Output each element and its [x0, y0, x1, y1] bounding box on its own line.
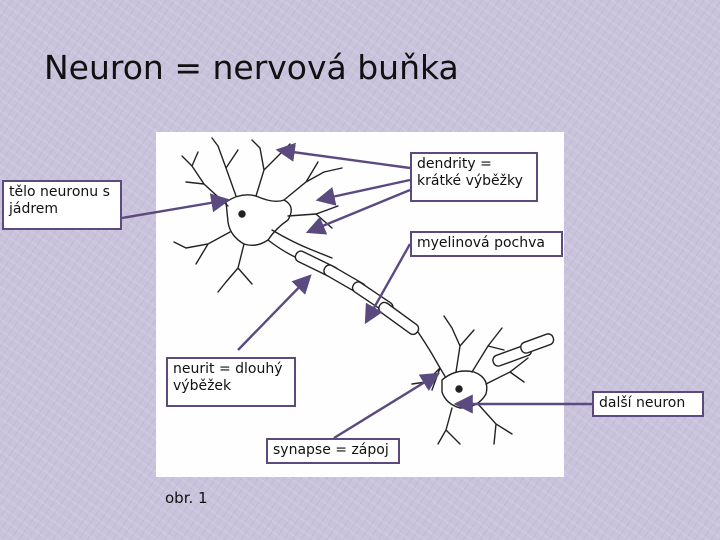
dendrites-arrow-1	[275, 142, 411, 170]
synapse-label: synapse = zápoj	[266, 438, 400, 464]
myelin-label: myelinová pochva	[410, 231, 563, 257]
figure-caption: obr. 1	[165, 489, 208, 507]
myelin-arrow	[364, 243, 412, 325]
dendrites-arrow-3	[305, 188, 411, 235]
dendrites-label: dendrity = krátké výběžky	[410, 152, 538, 202]
neuron-drawing	[173, 137, 555, 445]
slide-title: Neuron = nervová buňka	[44, 48, 459, 87]
neurite-label: neurit = dlouhý výběžek	[166, 357, 296, 407]
next-neuron-label: další neuron	[592, 391, 704, 417]
synapse-arrow	[333, 372, 441, 440]
cell-body-arrow	[121, 193, 231, 220]
neurite-arrow	[237, 274, 312, 351]
cell-body-label: tělo neuronu s jádrem	[2, 180, 122, 230]
dendrites-arrow-2	[315, 178, 411, 206]
